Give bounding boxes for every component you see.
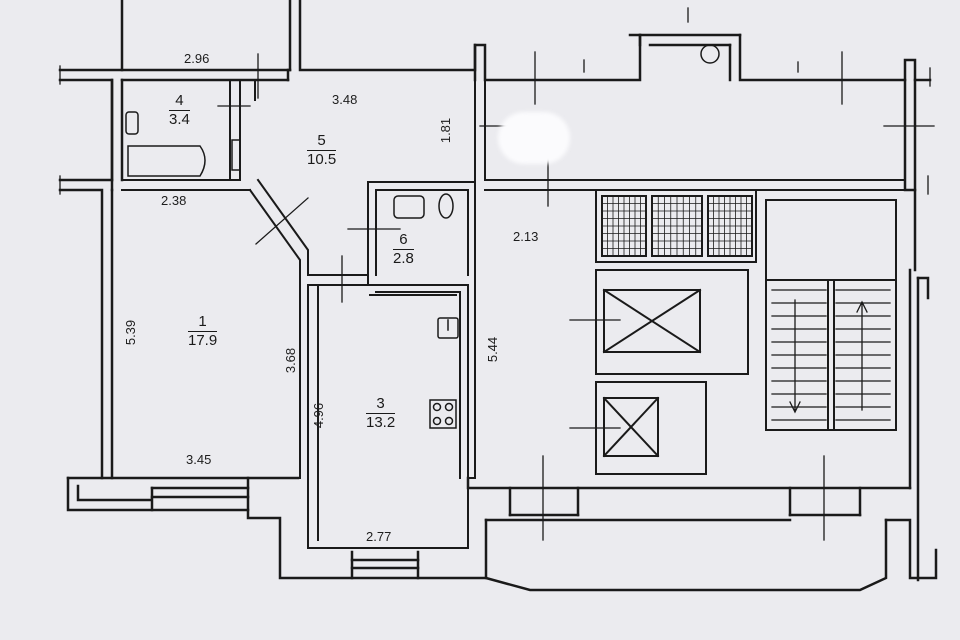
dimension-label: 4.96	[311, 402, 327, 429]
markers	[59, 7, 935, 541]
shaft-grid	[601, 195, 753, 257]
room-area: 13.2	[366, 413, 396, 431]
dimension-label: 2.77	[366, 529, 392, 544]
dimension-label: 5.39	[123, 319, 139, 346]
redaction-smudge	[498, 112, 570, 164]
staircase	[771, 289, 891, 421]
room-number: 1	[188, 314, 218, 332]
dimension-label: 3.48	[332, 92, 358, 107]
room-number: 3	[366, 396, 396, 414]
room-5-label: 5 10.5	[307, 133, 337, 168]
dimension-label: 3.68	[283, 347, 299, 374]
room-area: 3.4	[169, 110, 190, 128]
exterior-walls	[58, 0, 938, 592]
interior-walls	[121, 79, 906, 549]
room-area: 10.5	[307, 150, 337, 168]
fixtures	[125, 44, 720, 429]
dimension-label: 1.81	[438, 117, 454, 144]
room-number: 5	[307, 133, 337, 151]
dimension-label: 5.44	[485, 336, 501, 363]
room-1-label: 1 17.9	[188, 314, 218, 349]
dimension-label: 2.13	[513, 229, 539, 244]
room-4-label: 4 3.4	[169, 93, 190, 128]
shafts	[595, 189, 897, 475]
room-number: 4	[169, 93, 190, 111]
room-6-label: 6 2.8	[393, 232, 414, 267]
room-3-label: 3 13.2	[366, 396, 396, 431]
dimension-label: 3.45	[186, 452, 212, 467]
dimension-label: 2.96	[184, 51, 210, 66]
room-area: 2.8	[393, 249, 414, 267]
room-number: 6	[393, 232, 414, 250]
room-area: 17.9	[188, 331, 218, 349]
dimension-label: 2.38	[161, 193, 187, 208]
